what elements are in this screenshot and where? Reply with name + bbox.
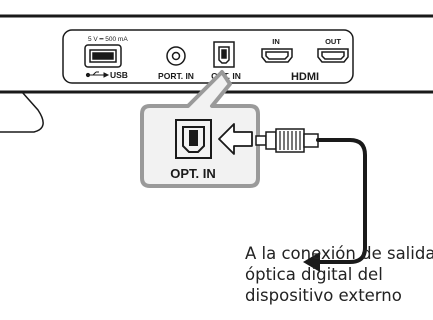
hdmi-in-label: IN bbox=[272, 37, 280, 46]
hdmi-label: HDMI bbox=[291, 71, 319, 83]
usb-port bbox=[84, 44, 122, 68]
opt-in-label-large: OPT. IN bbox=[170, 166, 216, 181]
hdmi-in-port bbox=[261, 48, 293, 63]
port-in-label: PORT. IN bbox=[158, 71, 194, 81]
optical-cable bbox=[316, 138, 367, 264]
external-device-caption: A la conexión de salida óptica digital d… bbox=[245, 243, 433, 306]
usb-rating-text: 5 V ━ 500 mA bbox=[88, 36, 128, 43]
usb-icon bbox=[85, 71, 110, 78]
insert-arrow-icon bbox=[218, 123, 253, 155]
hdmi-out-label: OUT bbox=[325, 37, 341, 46]
cable-end-arrow-icon bbox=[303, 252, 320, 272]
caption-line-1: A la conexión de salida bbox=[245, 244, 433, 263]
caption-line-3: dispositivo externo bbox=[245, 286, 402, 305]
optical-port-large bbox=[175, 119, 212, 159]
device-foot bbox=[0, 91, 44, 133]
connector-panel bbox=[62, 29, 354, 84]
hdmi-out-port bbox=[317, 48, 349, 63]
zoom-callout bbox=[140, 70, 260, 188]
optical-cable-plug bbox=[255, 128, 319, 153]
usb-label: USB bbox=[110, 70, 128, 80]
caption-line-2: óptica digital del bbox=[245, 265, 383, 284]
optical-port-small bbox=[213, 41, 235, 68]
port-in-jack bbox=[166, 46, 186, 66]
